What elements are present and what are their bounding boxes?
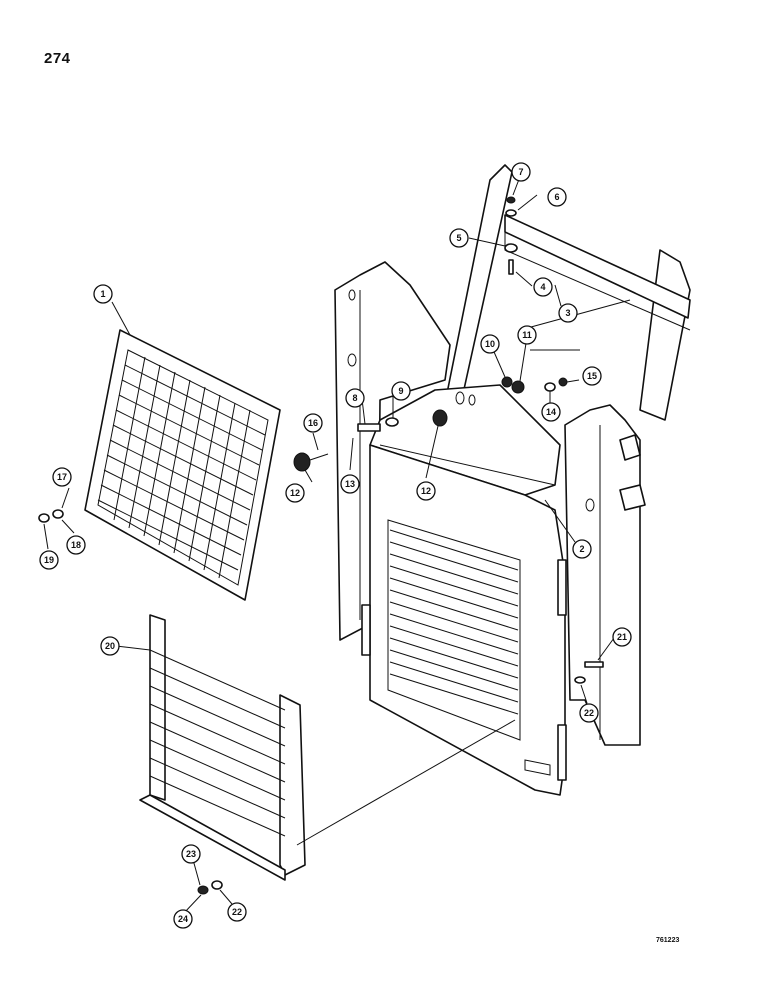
svg-text:11: 11 — [522, 330, 532, 340]
svg-text:8: 8 — [352, 393, 357, 403]
svg-text:4: 4 — [540, 282, 545, 292]
callout-14: 14 — [541, 402, 561, 422]
svg-text:20: 20 — [105, 641, 115, 651]
callout-17: 17 — [52, 467, 72, 487]
callout-6: 6 — [547, 187, 567, 207]
leader-lines — [43, 173, 615, 914]
svg-text:12: 12 — [421, 486, 431, 496]
callout-20: 20 — [100, 636, 120, 656]
callout-5: 5 — [449, 228, 469, 248]
drawing-code: 761223 — [656, 937, 680, 944]
callout-23: 23 — [181, 844, 201, 864]
svg-text:1: 1 — [100, 289, 105, 299]
svg-text:21: 21 — [617, 632, 627, 642]
right-side-panel — [564, 404, 646, 746]
callout-12-center: 12 — [416, 481, 436, 501]
svg-text:22: 22 — [232, 907, 242, 917]
svg-text:17: 17 — [57, 472, 67, 482]
callout-12-left: 12 — [285, 483, 305, 503]
callout-15: 15 — [582, 366, 602, 386]
svg-text:7: 7 — [518, 167, 523, 177]
callout-7: 7 — [511, 162, 531, 182]
front-grille — [84, 329, 281, 601]
callout-16: 16 — [303, 413, 323, 433]
callout-24: 24 — [173, 909, 193, 929]
callout-13: 13 — [340, 474, 360, 494]
callout-19: 19 — [39, 550, 59, 570]
callout-4: 4 — [533, 277, 553, 297]
callout-8: 8 — [345, 388, 365, 408]
callout-3: 3 — [558, 303, 578, 323]
callout-22-bottom: 22 — [227, 902, 247, 922]
callout-10: 10 — [480, 334, 500, 354]
upright-frame — [439, 164, 691, 431]
callout-18: 18 — [66, 535, 86, 555]
door-louvers — [389, 529, 519, 715]
callout-9: 9 — [391, 381, 411, 401]
svg-text:18: 18 — [71, 540, 81, 550]
lower-screen — [139, 614, 306, 881]
radiator-door — [361, 444, 567, 796]
svg-text:14: 14 — [546, 407, 556, 417]
callout-11: 11 — [517, 325, 537, 345]
hardware — [38, 196, 604, 895]
svg-text:22: 22 — [584, 708, 594, 718]
svg-text:6: 6 — [554, 192, 559, 202]
callout-1: 1 — [93, 284, 113, 304]
svg-text:24: 24 — [178, 914, 188, 924]
svg-text:10: 10 — [485, 339, 495, 349]
left-side-panel — [334, 261, 451, 641]
svg-text:15: 15 — [587, 371, 597, 381]
page-number: 274 — [44, 50, 71, 67]
callout-21: 21 — [612, 627, 632, 647]
callout-2: 2 — [572, 539, 592, 559]
svg-text:12: 12 — [290, 488, 300, 498]
svg-text:9: 9 — [398, 386, 403, 396]
svg-text:5: 5 — [456, 233, 461, 243]
grille-mesh — [97, 356, 266, 579]
svg-text:16: 16 — [308, 418, 318, 428]
callout-22-right: 22 — [579, 703, 599, 723]
svg-text:2: 2 — [579, 544, 584, 554]
top-bracket — [369, 384, 561, 496]
svg-text:19: 19 — [44, 555, 54, 565]
svg-text:13: 13 — [345, 479, 355, 489]
svg-text:3: 3 — [565, 308, 570, 318]
svg-text:23: 23 — [186, 849, 196, 859]
